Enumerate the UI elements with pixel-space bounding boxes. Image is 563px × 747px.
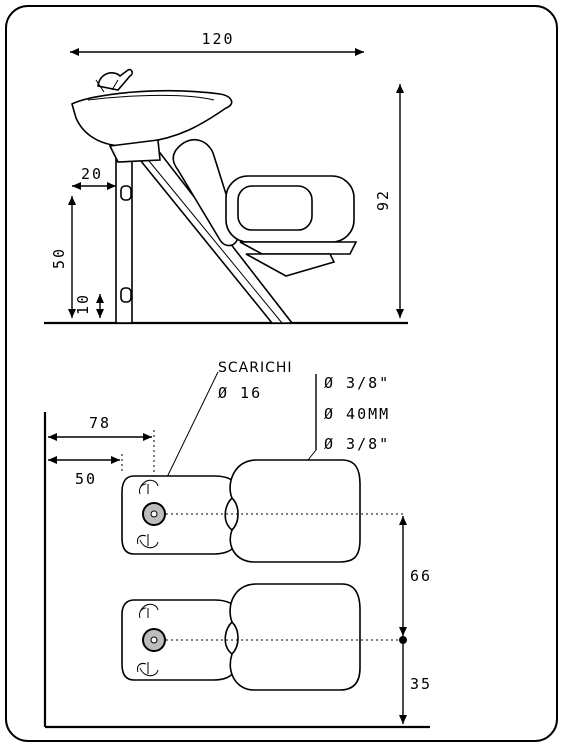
drains-label: SCARICHI [218,360,293,376]
footrest [245,253,336,277]
bowl-height-dimension-label: 50 [50,247,68,269]
wash-unit-top-faucet-upper [139,479,159,495]
wash-unit-bottom-drain-center [150,636,158,644]
wash-unit-bottom [121,583,361,691]
base-dimension-label: 10 [74,293,92,315]
diagonal-frame-inner [139,149,283,324]
bowl-support [108,139,161,163]
faucet [97,68,133,91]
wash-unit-top-drain-center [150,510,158,518]
drain-centerline-bottom-node [399,636,407,644]
wall-distance-dimension-label: 35 [410,675,432,693]
frame-border [5,5,558,742]
drain-offset-dimension-label: 78 [89,414,111,432]
wash-unit-top-seat [229,459,361,563]
wash-unit-bottom-bowl [121,599,238,681]
fitting-1-label: Ø 3/8" [324,374,390,392]
drain-diameter-label: Ø 16 [218,384,262,402]
wash-bowl-rim [87,94,215,101]
seat-base [239,241,358,255]
side-view: 120 92 20 50 10 [44,30,408,325]
wash-bowl [71,89,233,147]
wash-unit-top-bowl [121,475,238,555]
faucet-handle [95,79,119,93]
plan-view: 78 50 SCARICHI Ø 16 Ø 3/8" Ø 40MM Ø 3/8" [43,360,432,729]
wash-unit-bottom-faucet-lower [137,662,159,677]
wash-unit-bottom-seat [229,583,361,691]
width-dimension-label: 120 [201,30,234,48]
unit-offset-dimension-label: 50 [75,470,97,488]
fitting-3-label: Ø 3/8" [324,435,390,453]
pedestal-knob-upper [120,185,132,201]
front-offset-dimension-label: 20 [81,165,103,183]
height-dimension-label: 92 [374,189,392,211]
pedestal-knob-lower [120,287,132,303]
wash-unit-bottom-faucet-upper [139,603,159,619]
fitting-2-label: Ø 40MM [324,405,390,423]
wash-unit-top [121,459,361,563]
backrest [172,138,239,247]
wash-unit-top-faucet-lower [137,534,159,549]
seat-cushion-inner [237,185,313,231]
spacing-dimension-label: 66 [410,567,432,585]
